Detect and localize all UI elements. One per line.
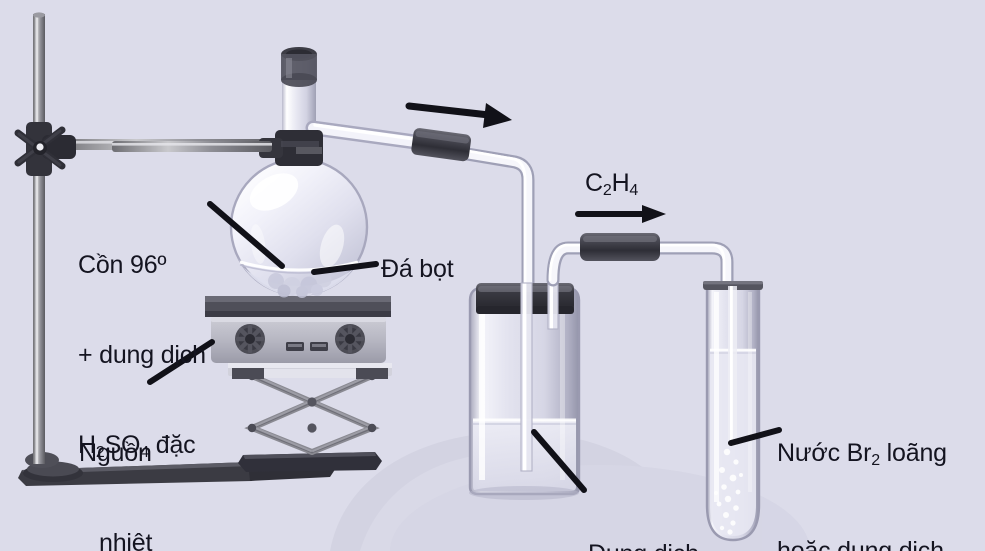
gas-washing-bottle xyxy=(468,282,581,500)
stand-cross-clamp xyxy=(14,122,76,176)
c2h4-label: C2H4 xyxy=(585,169,639,199)
flask-side-arm xyxy=(305,120,438,152)
leader-line-reagent xyxy=(207,201,285,269)
rubber-connector-flask xyxy=(411,128,471,162)
rubber-connector-midline xyxy=(580,233,660,261)
glass-tube-bottle-to-testtube xyxy=(546,241,734,289)
glass-tube-flask-to-bottle xyxy=(442,144,535,292)
hot-plate-knob-left[interactable] xyxy=(235,324,265,354)
stand-vertical-rod xyxy=(33,14,45,464)
da-bot-label: Đá bọt xyxy=(381,255,454,283)
leader-line-bromine xyxy=(728,427,782,446)
leader-line-pumice xyxy=(311,261,379,275)
flask-liquid xyxy=(238,258,360,296)
gas-flow-arrow-top xyxy=(405,102,512,128)
hot-plate-knob-right[interactable] xyxy=(335,324,365,354)
flask-neck-clamp xyxy=(112,130,323,166)
lab-jack xyxy=(228,363,392,472)
test-tube xyxy=(703,281,763,542)
leader-line-heat xyxy=(147,339,215,385)
leader-line-naoh xyxy=(531,429,587,493)
wash-bottle-inlet-tube xyxy=(520,282,533,472)
dung-dich-naoh-label: Dung dịch NaOH xyxy=(588,479,699,551)
test-tube-bubbles xyxy=(714,448,743,535)
lab-jack-scissor xyxy=(244,373,380,455)
wash-bottle-outlet-tube xyxy=(547,282,559,330)
hot-plate xyxy=(205,296,391,363)
gas-flow-arrow-right xyxy=(575,205,666,223)
nuoc-br2-kmno4-label: Nước Br2 loãng hoặc dung dịch KMnO4 loãn… xyxy=(777,439,947,551)
pumice-stones xyxy=(268,272,332,298)
con-96-h2so4-label: Cồn 96º + dung dịch H2SO4 đặc xyxy=(78,190,206,528)
nguon-nhiet-label: Nguồn nhiệt xyxy=(79,439,153,551)
h2so4-formula: H2SO4 đặc xyxy=(78,431,196,461)
br2-formula-line: Nước Br2 loãng xyxy=(777,439,947,469)
